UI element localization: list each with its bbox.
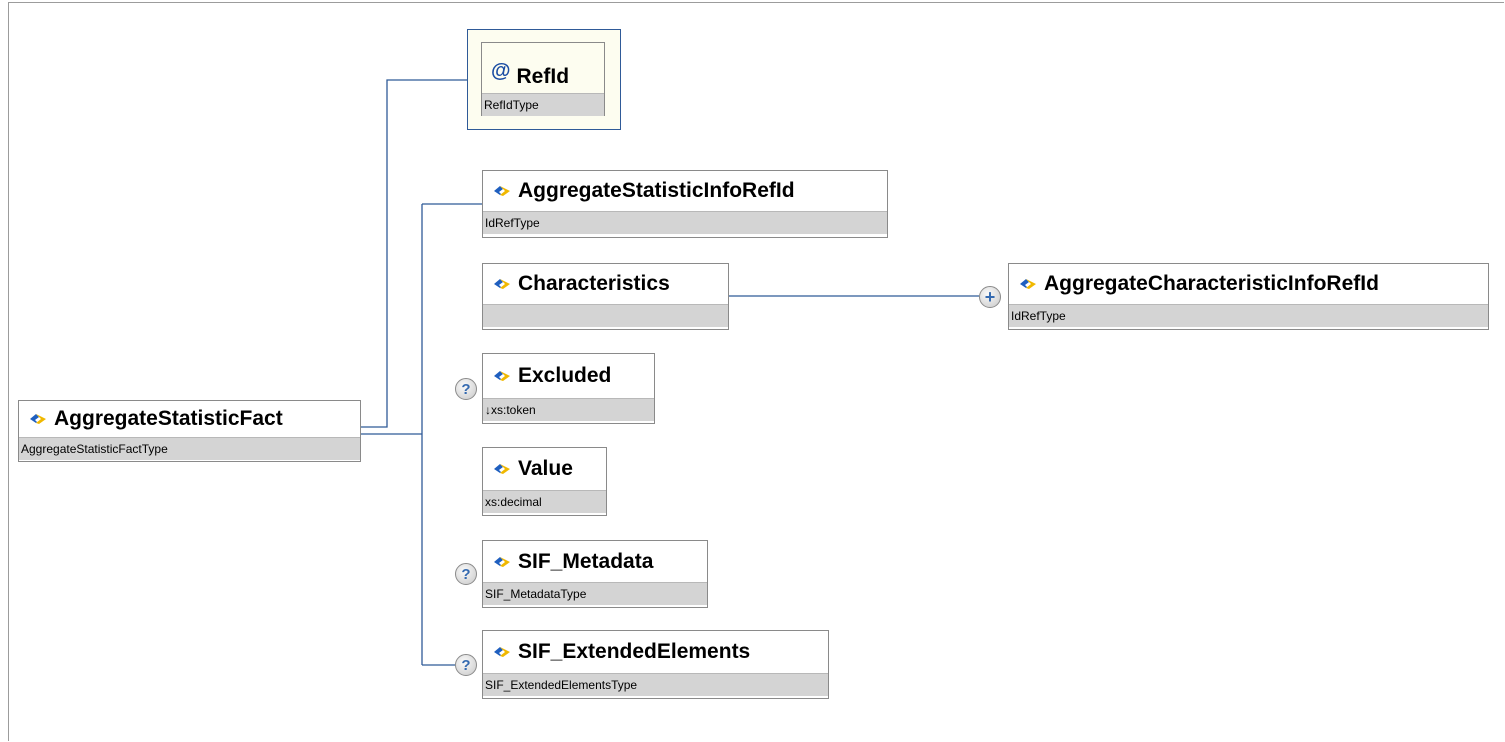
element-aggregatecharacteristicinforefid[interactable]: AggregateCharacteristicInfoRefId IdRefTy… — [1008, 263, 1489, 330]
element-icon — [494, 371, 510, 381]
optional-badge-sif-metadata[interactable]: ? — [455, 563, 477, 585]
element-title: Characteristics — [483, 264, 728, 304]
element-aggregatestatisticinforefid[interactable]: AggregateStatisticInfoRefId IdRefType — [482, 170, 888, 238]
diagram-canvas — [8, 2, 1504, 741]
element-icon — [1020, 279, 1036, 289]
root-element-title: AggregateStatisticFact — [19, 401, 360, 437]
element-type — [483, 304, 728, 327]
element-icon — [494, 464, 510, 474]
attribute-refid-frame[interactable]: @ RefId RefIdType — [467, 29, 621, 130]
expand-badge-aggregatecharacteristicinforefid[interactable]: + — [979, 286, 1001, 308]
attribute-refid-type: RefIdType — [482, 93, 604, 116]
element-icon — [494, 556, 510, 567]
element-icon — [30, 414, 46, 424]
root-element-type: AggregateStatisticFactType — [19, 437, 360, 460]
root-element-box[interactable]: AggregateStatisticFact AggregateStatisti… — [18, 400, 361, 462]
element-title: Excluded — [483, 354, 654, 398]
element-name: AggregateStatisticInfoRefId — [518, 179, 795, 202]
element-type: ↓xs:token — [483, 398, 654, 421]
attribute-icon: @ — [491, 60, 511, 82]
element-characteristics[interactable]: Characteristics — [482, 263, 729, 330]
element-name: Characteristics — [518, 272, 670, 295]
element-name: SIF_ExtendedElements — [518, 640, 751, 663]
attribute-refid-box: @ RefId RefIdType — [481, 42, 605, 116]
element-title: SIF_Metadata — [483, 541, 707, 582]
element-title: SIF_ExtendedElements — [483, 631, 828, 673]
element-type: IdRefType — [483, 211, 887, 234]
element-name: Excluded — [518, 364, 612, 387]
element-sif-metadata[interactable]: SIF_Metadata SIF_MetadataType — [482, 540, 708, 608]
element-icon — [494, 279, 510, 289]
element-sif-extendedelements[interactable]: SIF_ExtendedElements SIF_ExtendedElement… — [482, 630, 829, 699]
element-type: IdRefType — [1009, 304, 1488, 327]
element-icon — [494, 647, 510, 657]
element-type: SIF_MetadataType — [483, 582, 707, 605]
element-title: AggregateStatisticInfoRefId — [483, 171, 887, 211]
element-value[interactable]: Value xs:decimal — [482, 447, 607, 516]
element-type: xs:decimal — [483, 490, 606, 513]
element-name: Value — [518, 457, 573, 480]
element-name: SIF_Metadata — [518, 549, 654, 573]
optional-badge-excluded[interactable]: ? — [455, 378, 477, 400]
element-name: AggregateCharacteristicInfoRefId — [1044, 272, 1379, 295]
element-title: Value — [483, 448, 606, 490]
element-icon — [494, 186, 510, 196]
element-title: AggregateCharacteristicInfoRefId — [1009, 264, 1488, 304]
attribute-refid-name: RefId — [516, 65, 570, 88]
connector-root-attribute — [361, 79, 467, 428]
element-excluded[interactable]: Excluded ↓xs:token — [482, 353, 655, 424]
element-type: SIF_ExtendedElementsType — [483, 673, 828, 696]
root-element-name: AggregateStatisticFact — [54, 407, 283, 430]
attribute-refid-title: @ RefId — [482, 43, 604, 93]
optional-badge-sif-extendedelements[interactable]: ? — [455, 654, 477, 676]
